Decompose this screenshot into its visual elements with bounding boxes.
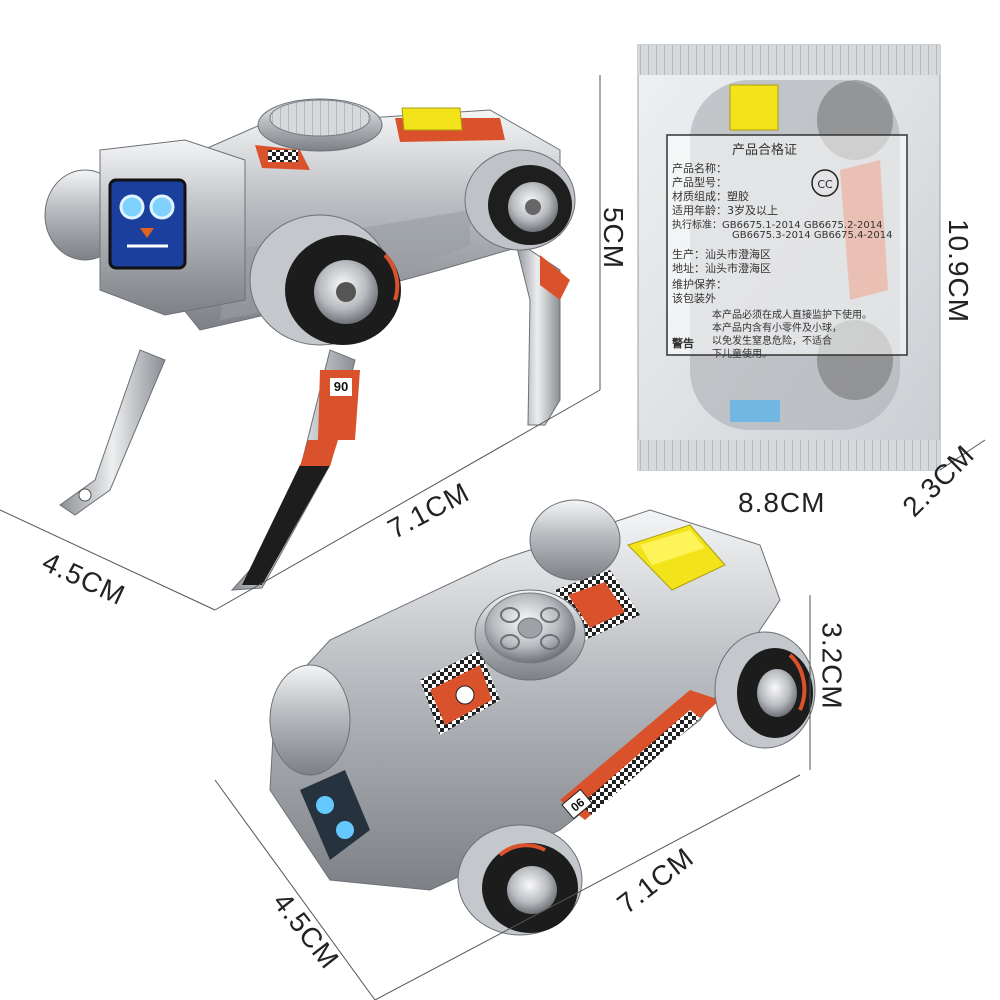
label-warning-heading: 警告 bbox=[672, 337, 694, 350]
race-car: 06 bbox=[269, 499, 816, 936]
label-material: 材质组成：塑胶 bbox=[672, 190, 749, 203]
robot-height-label: 5CM bbox=[598, 206, 630, 270]
robot-dog: 06 bbox=[44, 98, 576, 591]
label-address: 地址：汕头市澄海区 bbox=[672, 262, 771, 275]
package-height-label: 10.9CM bbox=[943, 218, 975, 324]
label-warning-2: 本产品内含有小零件及小球， bbox=[712, 323, 842, 334]
label-product-model: 产品型号： bbox=[672, 176, 727, 189]
package-width-label: 8.8CM bbox=[738, 487, 826, 518]
robot-face-screen bbox=[108, 178, 187, 270]
label-producer: 生产：汕头市澄海区 bbox=[672, 248, 771, 261]
label-standard-2: GB6675.3-2014 GB6675.4-2014 bbox=[732, 230, 893, 241]
robot-number: 06 bbox=[334, 379, 348, 394]
label-warning-4: 下儿童使用。 bbox=[712, 349, 772, 360]
label-age: 适用年龄：3岁及以上 bbox=[672, 204, 778, 217]
label-warning-3: 以免发生窒息危险，不适合 bbox=[712, 336, 832, 347]
label-warning-1: 本产品必须在成人直接监护下使用。 bbox=[712, 310, 872, 321]
svg-text:CC: CC bbox=[817, 178, 833, 191]
label-product-name: 产品名称： bbox=[672, 162, 727, 175]
car-height-label: 3.2CM bbox=[816, 622, 848, 710]
label-note-1: 维护保养： bbox=[672, 278, 727, 291]
dimension-lines bbox=[0, 75, 986, 1000]
label-note-2: 该包装外 bbox=[672, 292, 716, 305]
package: CC bbox=[637, 44, 941, 471]
label-title: 产品合格证 bbox=[732, 143, 798, 158]
label-standard-1: 执行标准：GB6675.1-2014 GB6675.2-2014 bbox=[672, 220, 883, 231]
